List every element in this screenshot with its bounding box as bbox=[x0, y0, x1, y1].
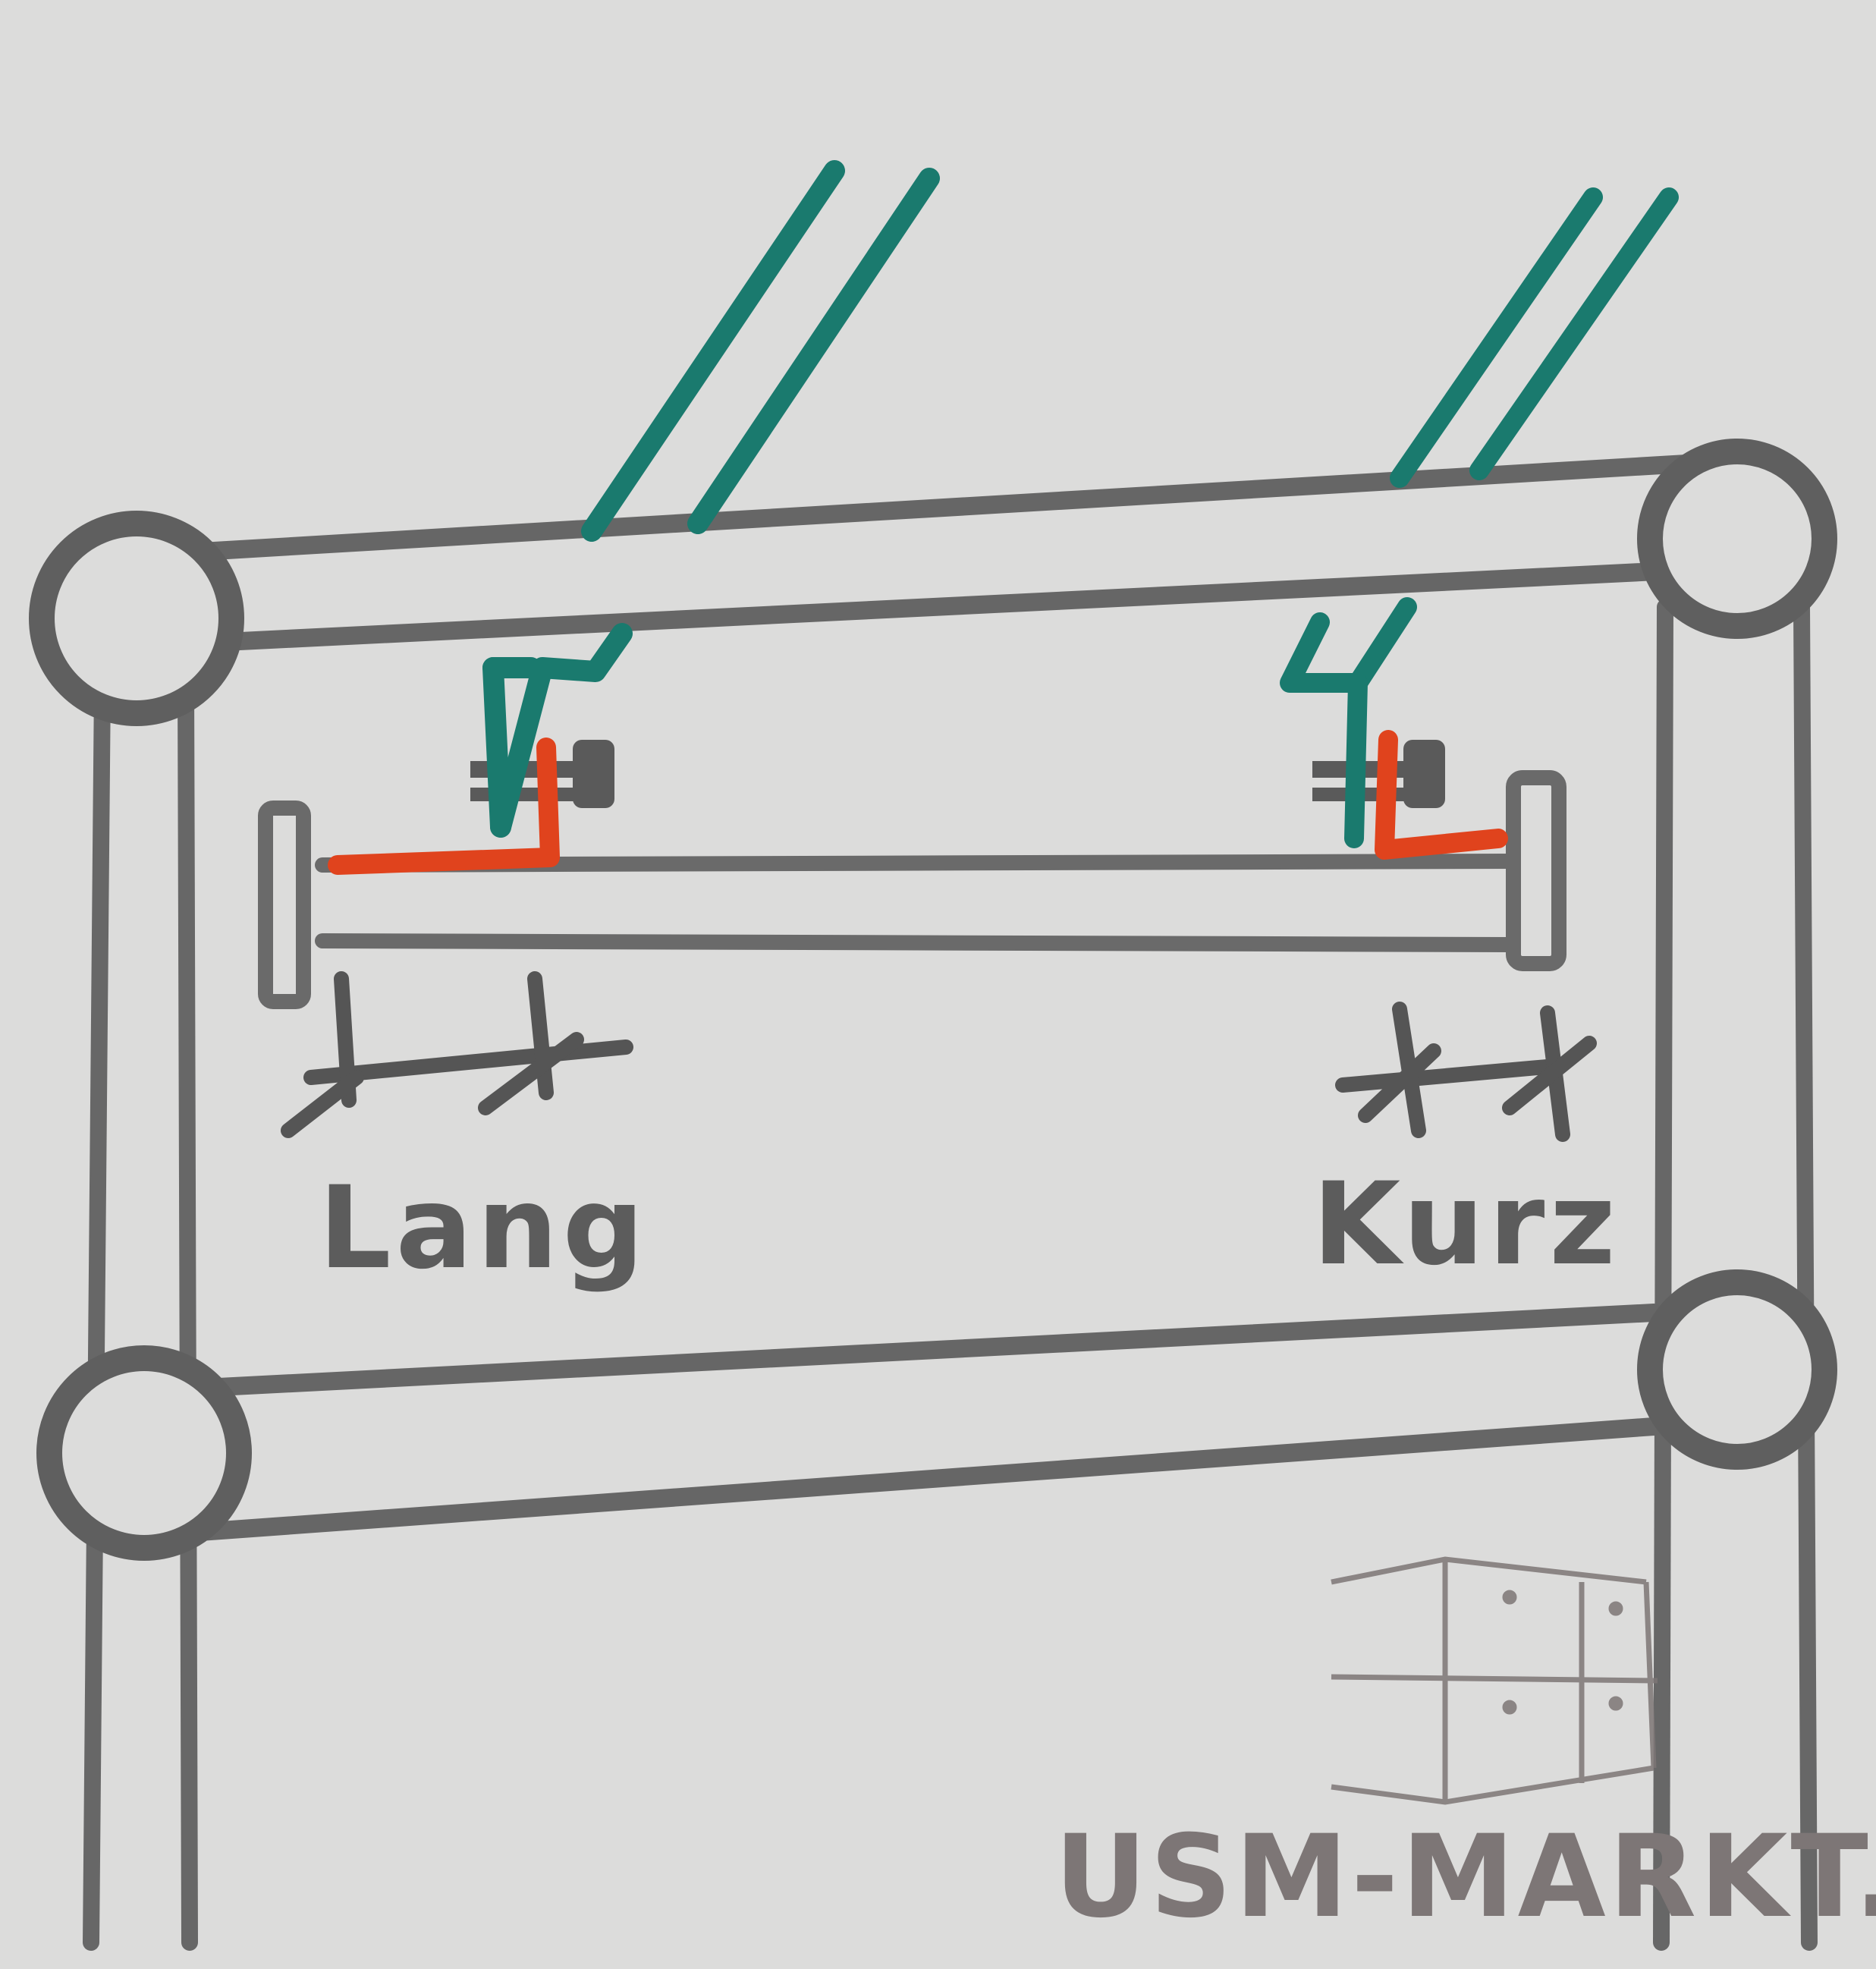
red-bracket-left bbox=[328, 738, 560, 875]
label-short: Kurz bbox=[1312, 1159, 1620, 1291]
dimension-line-long bbox=[281, 971, 633, 1138]
connector-ball-top-right bbox=[1637, 439, 1837, 639]
dimension-line-short bbox=[1335, 1002, 1597, 1142]
bottom-tube bbox=[181, 1304, 1663, 1542]
top-tube bbox=[154, 454, 1712, 654]
watermark-text: USM-MARKT.CH bbox=[1054, 1811, 1876, 1943]
left-post bbox=[83, 675, 198, 1951]
teal-bracket-right bbox=[1280, 187, 1679, 848]
connector-ball-bottom-right bbox=[1637, 1269, 1837, 1470]
red-bracket-right bbox=[1375, 730, 1508, 860]
right-post bbox=[1653, 599, 1818, 1951]
connector-ball-bottom-left bbox=[36, 1345, 252, 1561]
cabinet-logo-icon bbox=[1331, 1556, 1658, 1805]
label-long: Lang bbox=[319, 1162, 649, 1294]
connector-ball-top-left bbox=[29, 511, 244, 726]
teal-bracket-left bbox=[482, 160, 940, 838]
